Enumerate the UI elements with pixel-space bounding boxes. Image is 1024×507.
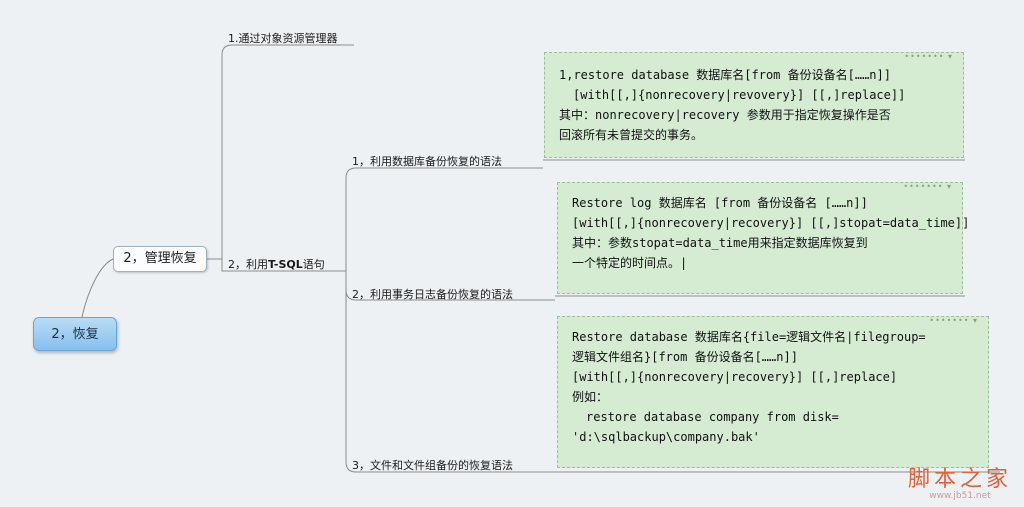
note-line: [with[[,]{nonrecovery|recovery}] [[,]sto… <box>572 216 970 230</box>
branch-explorer-label: 1.通过对象资源管理器 <box>228 32 338 45</box>
note-line: 其中：参数stopat=data_time用来指定数据库恢复到 <box>572 236 868 250</box>
connector-sub-1 <box>345 167 543 271</box>
note-line: 回滚所有未曾提交的事务。 <box>559 128 704 142</box>
note-line: 1,restore database 数据库名[from 备份设备名[……n]] <box>559 68 891 82</box>
watermark: 脚本之家 www.jb51.net <box>908 461 1012 501</box>
note-line: restore database company from disk= <box>586 410 839 424</box>
watermark-url: www.jb51.net <box>929 491 991 501</box>
connector-sub-3 <box>345 271 543 473</box>
connector-root <box>81 258 114 318</box>
branch-explorer[interactable]: 1.通过对象资源管理器 <box>228 30 338 46</box>
note-log-restore[interactable]: ••••••• ▾ Restore log 数据库名 [from 备份设备名 [… <box>557 182 970 294</box>
branch-tsql-bold: T-SQL <box>268 258 303 271</box>
note-db-restore[interactable]: ••••••• ▾ 1,restore database 数据库名[from 备… <box>544 52 964 158</box>
manage-restore-node[interactable]: 2，管理恢复 <box>113 246 207 272</box>
branch-tsql[interactable]: 2，利用T-SQL语句 <box>228 256 325 272</box>
note-line: 其中：nonrecovery|recovery 参数用于指定恢复操作是否 <box>559 108 891 122</box>
branch-tsql-suffix: 语句 <box>302 258 325 271</box>
root-node[interactable]: 2，恢复 <box>33 317 117 351</box>
manage-restore-label: 2，管理恢复 <box>123 251 197 266</box>
note-handle-icon: ••••••• ▾ <box>929 316 978 325</box>
sub-file-backup-label: 3，文件和文件组备份的恢复语法 <box>352 459 513 472</box>
note-line: 例如： <box>572 390 609 404</box>
note-line: Restore database 数据库名{file=逻辑文件名|filegro… <box>572 330 926 344</box>
connector-tsql <box>221 259 332 272</box>
sub-db-backup[interactable]: 1，利用数据库备份恢复的语法 <box>352 153 502 169</box>
connector-explorer <box>221 44 354 259</box>
branch-tsql-prefix: 2，利用 <box>228 258 268 271</box>
note-line: 逻辑文件组名}[from 备份设备名[……n]] <box>572 350 798 364</box>
note-line: [with[[,]{nonrecovery|revovery}] [[,]rep… <box>573 88 906 102</box>
note-line: [with[[,]{nonrecovery|recovery}] [[,]rep… <box>572 370 898 384</box>
note-handle-icon: ••••••• ▾ <box>903 182 952 191</box>
note-file-restore[interactable]: ••••••• ▾ Restore database 数据库名{file=逻辑文… <box>557 316 989 468</box>
sub-log-backup-label: 2，利用事务日志备份恢复的语法 <box>352 288 513 301</box>
sub-log-backup[interactable]: 2，利用事务日志备份恢复的语法 <box>352 286 513 302</box>
sub-file-backup[interactable]: 3，文件和文件组备份的恢复语法 <box>352 457 513 473</box>
note-line: 一个特定的时间点。| <box>572 256 688 270</box>
note-line: 'd:\sqlbackup\company.bak' <box>572 430 760 444</box>
sub-db-backup-label: 1，利用数据库备份恢复的语法 <box>352 155 502 168</box>
watermark-text: 脚本之家 <box>907 467 1012 492</box>
note-line: Restore log 数据库名 [from 备份设备名 [……n]] <box>572 196 868 210</box>
note-handle-icon: ••••••• ▾ <box>904 52 953 61</box>
root-label: 2，恢复 <box>51 327 99 342</box>
